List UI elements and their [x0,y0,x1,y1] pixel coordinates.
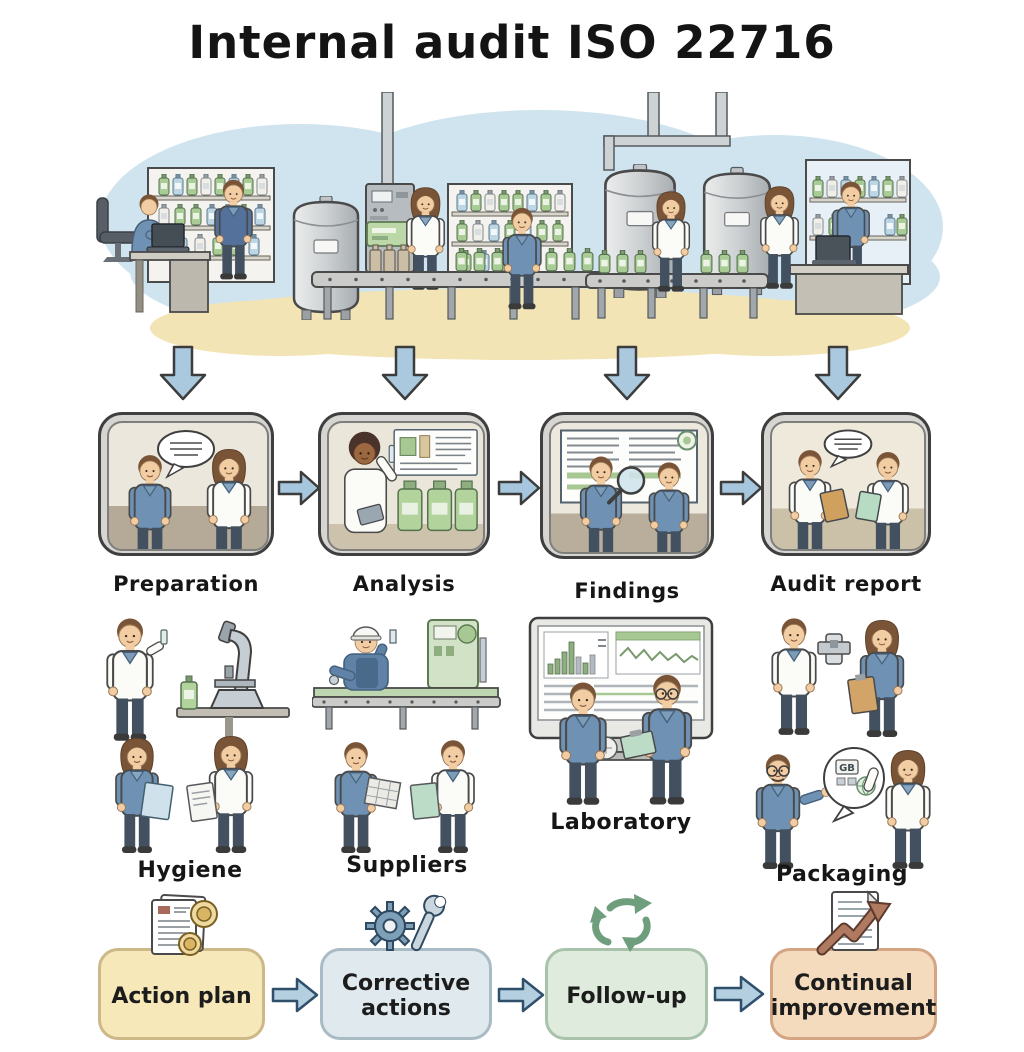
down-arrow-4 [814,345,862,401]
flow-arrow-2 [497,977,545,1013]
suppliers-document-scene [334,739,476,855]
audit-report-scene [788,429,910,549]
glasses-icon [655,688,679,700]
bubble-gb-text: GB [839,763,855,774]
flow-label-action-plan: Action plan [111,983,252,1009]
step-panel-audit-report [761,412,931,556]
factory-overview-scene [96,92,943,360]
preparation-scene [128,430,252,549]
filled-bottles [369,244,410,273]
labeling-device [817,633,851,665]
chart-rise-document-icon [816,890,892,956]
dispensing-machine [427,619,487,689]
packaging-label-discussion-scene: GB [755,747,931,871]
down-arrow-2 [381,345,429,401]
step-panel-findings [540,412,714,559]
right-arrow-3 [719,470,763,506]
flow-box-action-plan: Action plan [98,948,265,1040]
documents-seal-icon [151,894,218,956]
area-label-suppliers: Suppliers [346,853,468,878]
suppliers-line-scene [312,619,501,730]
flow-label-corrective-actions: Corrective actions [341,971,471,1021]
gear-wrench-icon [365,894,447,952]
hygiene-document-scene [114,735,254,855]
step-panel-preparation [98,412,274,556]
laboratory-illustration [528,616,714,806]
down-arrow-1 [159,345,207,401]
bar-chart-graphic [547,641,596,675]
magnifier [607,466,646,505]
reception-desk [789,264,909,315]
flow-label-follow-up: Follow-up [566,983,687,1009]
green-bottle [180,675,198,710]
office-desk-scene [96,194,211,313]
area-label-laboratory: Laboratory [550,810,692,835]
hygiene-microscope-scene [106,617,290,742]
label-speech-bubble: GB [823,747,885,823]
lab-clipboard [619,729,657,760]
filling-machine [366,221,415,247]
microscope-icon [209,620,265,709]
glasses-icon [766,765,790,777]
right-arrow-1 [277,470,321,506]
reception-laptop [812,235,856,265]
step-label-audit-report: Audit report [770,572,922,596]
hygiene-illustration [106,617,290,855]
step-label-findings: Findings [574,579,680,603]
line-worker [328,626,397,691]
flow-box-continual-improvement: Continual improvement [770,948,937,1040]
flow-label-continual-improvement: Continual improvement [770,971,937,1021]
page-title: Internal audit ISO 22716 [188,16,836,69]
suppliers-illustration [312,619,501,855]
step-panel-analysis [318,412,490,556]
sample-bottles [397,480,478,532]
flow-arrow-3 [713,975,765,1013]
flow-box-corrective-actions: Corrective actions [320,948,492,1040]
step-label-analysis: Analysis [352,572,456,596]
recycle-arrows-icon [590,894,652,952]
analysis-scene [344,428,478,534]
area-label-hygiene: Hygiene [137,858,243,883]
findings-scene [560,429,698,552]
flow-arrow-1 [271,977,319,1013]
analyst-woman [344,431,398,534]
area-label-packaging: Packaging [775,862,909,887]
packaging-illustration: GB [755,617,931,871]
right-arrow-2 [497,470,541,506]
down-arrow-3 [603,345,651,401]
flow-box-follow-up: Follow-up [545,948,708,1040]
packaging-check-scene [771,617,905,738]
step-label-preparation: Preparation [113,572,259,596]
